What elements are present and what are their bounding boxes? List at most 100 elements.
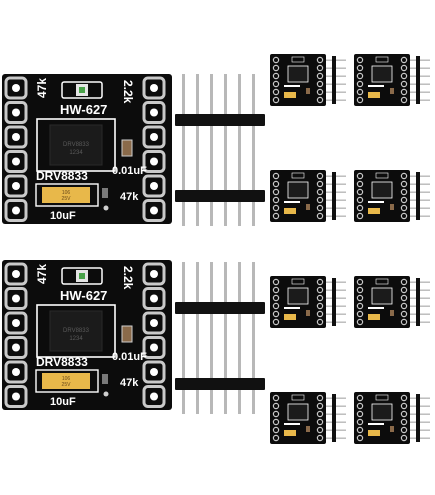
solder-pad [272, 64, 280, 72]
small-board [354, 170, 430, 222]
solder-pad [316, 318, 324, 326]
header-plastic [416, 278, 420, 326]
solder-pad [356, 172, 364, 180]
solder-pad [316, 394, 324, 402]
led-component [291, 394, 305, 401]
solder-pad [142, 287, 166, 310]
header-pin [224, 150, 227, 226]
solder-pad [272, 402, 280, 410]
silk-47k-bottom: 47k [120, 191, 139, 203]
solder-pad [4, 199, 28, 222]
silk-model: HW-627 [60, 288, 107, 303]
silk-47k-bottom: 47k [120, 377, 139, 389]
ic-marking: DRV8833 [63, 142, 90, 148]
pin-header [175, 150, 265, 226]
silk-text [368, 201, 384, 203]
ic-chip [287, 287, 309, 305]
solder-pad [400, 278, 408, 286]
solder-pad [356, 302, 364, 310]
silk-text [284, 201, 300, 203]
header-plastic [175, 190, 265, 202]
pad-hole [12, 392, 20, 401]
solder-pad [356, 402, 364, 410]
mount-hole [103, 391, 109, 397]
solder-pad [356, 286, 364, 294]
header-plastic [175, 378, 265, 390]
solder-pad [272, 310, 280, 318]
pin-header [175, 338, 265, 414]
solder-pad [400, 72, 408, 80]
solder-pad [272, 172, 280, 180]
solder-pad [272, 88, 280, 96]
led-component [291, 172, 305, 179]
cap-small [121, 139, 133, 157]
solder-pad [272, 434, 280, 442]
silk-text [284, 307, 300, 309]
large-board-bottom: 47k 2.2k HW-627 DRV8833 1234 0.01uF DRV8… [2, 260, 172, 410]
solder-pad [356, 196, 364, 204]
pad-hole [150, 368, 158, 376]
solder-pad [272, 318, 280, 326]
header-pin [252, 150, 255, 226]
solder-pad [272, 188, 280, 196]
header-pin [182, 262, 185, 338]
solder-pad [400, 180, 408, 188]
cap-small [390, 310, 394, 316]
pad-hole [12, 343, 20, 352]
ic-chip [371, 181, 393, 199]
solder-pad [400, 318, 408, 326]
ic-chip [371, 287, 393, 305]
header-pin [238, 338, 241, 414]
solder-pad [316, 426, 324, 434]
pad-hole [150, 133, 158, 141]
silk-cap-small: 0.01uF [112, 165, 147, 177]
solder-pad [4, 262, 28, 286]
solder-pad [272, 426, 280, 434]
solder-pad [316, 64, 324, 72]
solder-pad [4, 336, 28, 359]
header-plastic [175, 114, 265, 126]
solder-pad [356, 180, 364, 188]
pad-hole [12, 157, 20, 166]
solder-pad [316, 56, 324, 64]
resistor-smd [102, 188, 108, 198]
solder-pad [400, 418, 408, 426]
mount-hole [103, 205, 109, 211]
header-pin [196, 262, 199, 338]
header-plastic [416, 172, 420, 220]
solder-pad [400, 96, 408, 104]
pad-hole [12, 182, 20, 190]
solder-pad [4, 385, 28, 408]
solder-pad [356, 64, 364, 72]
solder-pad [316, 88, 324, 96]
pad-hole [150, 270, 158, 278]
led-component [291, 278, 305, 285]
solder-pad [356, 394, 364, 402]
pad-hole [150, 392, 158, 401]
small-board [354, 392, 430, 444]
solder-pad [400, 286, 408, 294]
pad-hole [12, 270, 20, 278]
led-component [375, 172, 389, 179]
small-boards [270, 54, 430, 444]
tantalum-cap [284, 430, 296, 436]
solder-pad [400, 56, 408, 64]
solder-pad [142, 336, 166, 359]
header-pin [238, 74, 241, 150]
ic-outline [36, 118, 116, 172]
solder-pad [400, 204, 408, 212]
header-pin [210, 338, 213, 414]
solder-pad [400, 394, 408, 402]
solder-pad [356, 410, 364, 418]
tantalum-cap [284, 92, 296, 98]
solder-pad [316, 180, 324, 188]
tantalum-cap [284, 314, 296, 320]
solder-pad [400, 310, 408, 318]
cap-small [306, 204, 310, 210]
solder-pad [142, 76, 166, 100]
solder-pad [316, 188, 324, 196]
tantalum-cap [368, 430, 380, 436]
solder-pad [272, 72, 280, 80]
small-board [270, 170, 346, 222]
cap-small [390, 426, 394, 432]
